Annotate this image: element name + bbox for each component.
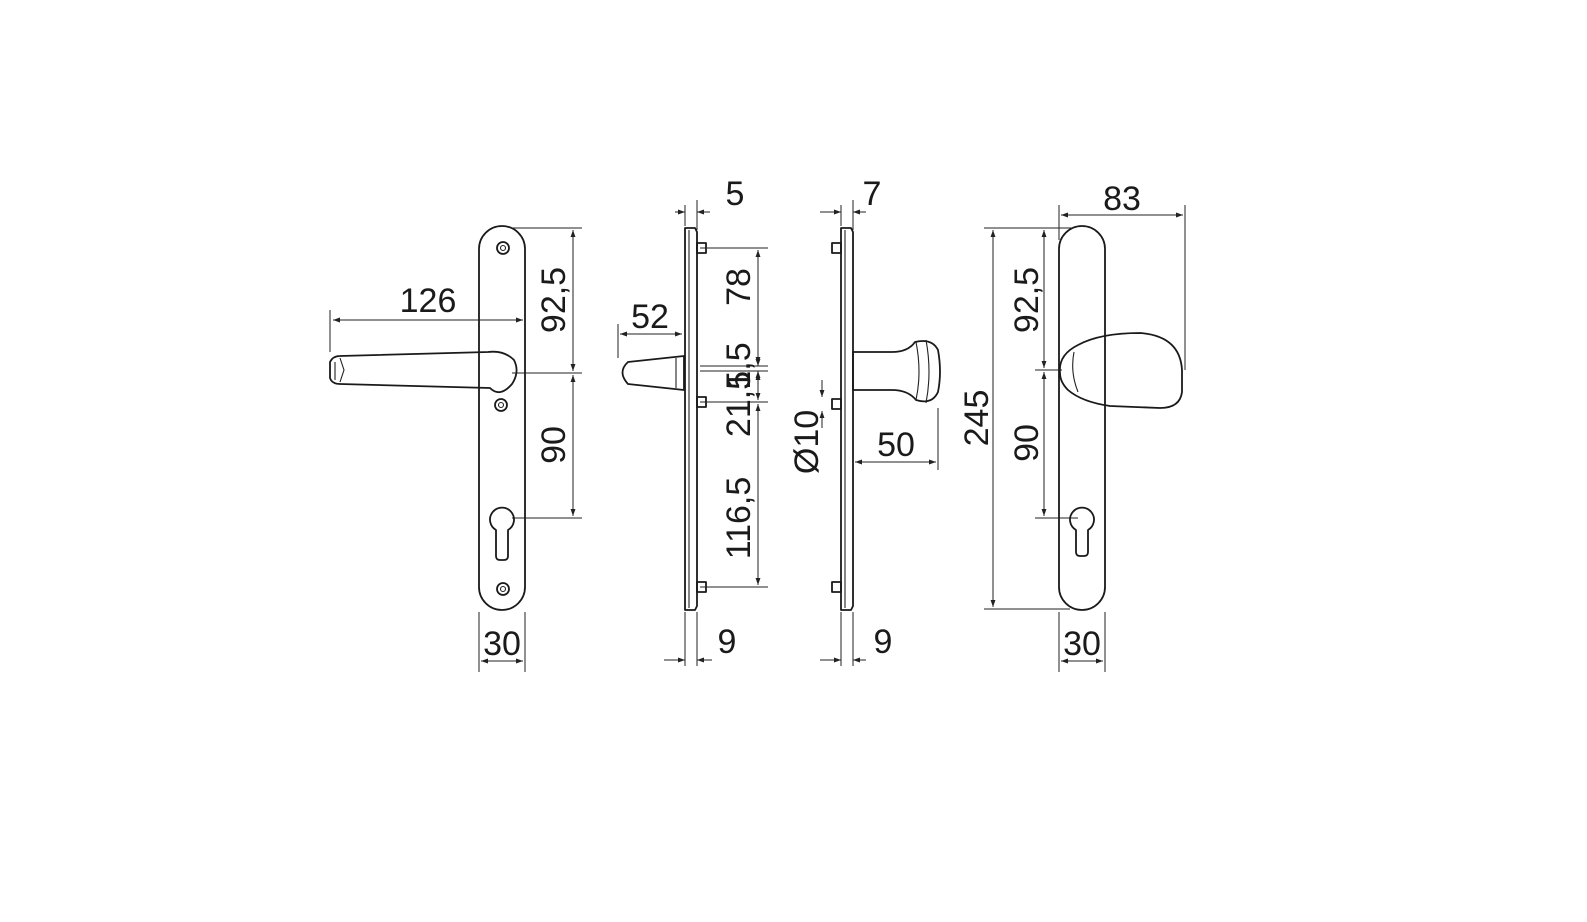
screw-hole-bottom: [496, 582, 510, 596]
dim-small-spacing: 1,5: [720, 342, 758, 389]
dim-upper-height: 92,5: [535, 267, 573, 333]
knob-keyhole-cutout: [1069, 506, 1095, 557]
knob-backplate: [1058, 225, 1106, 611]
dim-knob-plate-width: 30: [1063, 625, 1101, 663]
knob-front-view: 83 245 92,5 90 30: [958, 180, 1186, 672]
lever-arm: [329, 350, 518, 394]
dim-lower-height: 90: [535, 426, 573, 464]
dim-lever-projection: 52: [631, 298, 669, 336]
lever-side-profile: [621, 355, 685, 391]
knob-side-plate: [840, 227, 854, 611]
knob-side-view: 7 Ø10 50 9: [788, 175, 941, 666]
screw-hole-top: [496, 241, 510, 255]
dim-plate-width: 30: [483, 625, 521, 663]
dim-lever-base-depth: 9: [718, 623, 737, 661]
keyhole-cutout: [489, 506, 515, 561]
dim-knob-plate-depth: 7: [863, 175, 882, 213]
dim-side-plate-depth: 5: [726, 175, 745, 213]
lever-side-view: 5 52 78 1,5 21,5 116,5 9: [617, 175, 768, 666]
dim-mid-spacing: 21,5: [720, 371, 758, 437]
dim-knob-upper-height: 92,5: [1008, 267, 1046, 333]
dim-hole-diameter: Ø10: [788, 410, 826, 474]
dim-knob-projection: 50: [877, 426, 915, 464]
dim-bottom-spacing: 116,5: [720, 477, 758, 560]
screw-hole-mid: [494, 398, 508, 412]
dim-total-height: 245: [958, 390, 996, 447]
dim-knob-width: 83: [1103, 180, 1141, 218]
lever-backplate: [478, 225, 526, 611]
dim-lever-length: 126: [400, 282, 457, 320]
lever-front-view: 126 92,5 90 30: [329, 225, 582, 672]
lever-side-plate: [684, 227, 698, 611]
dim-top-spacing: 78: [720, 268, 758, 306]
knob-side-profile: [852, 340, 941, 403]
knob-body: [1058, 332, 1183, 409]
dim-knob-lower-height: 90: [1008, 424, 1046, 462]
dim-knob-base-depth: 9: [874, 623, 893, 661]
